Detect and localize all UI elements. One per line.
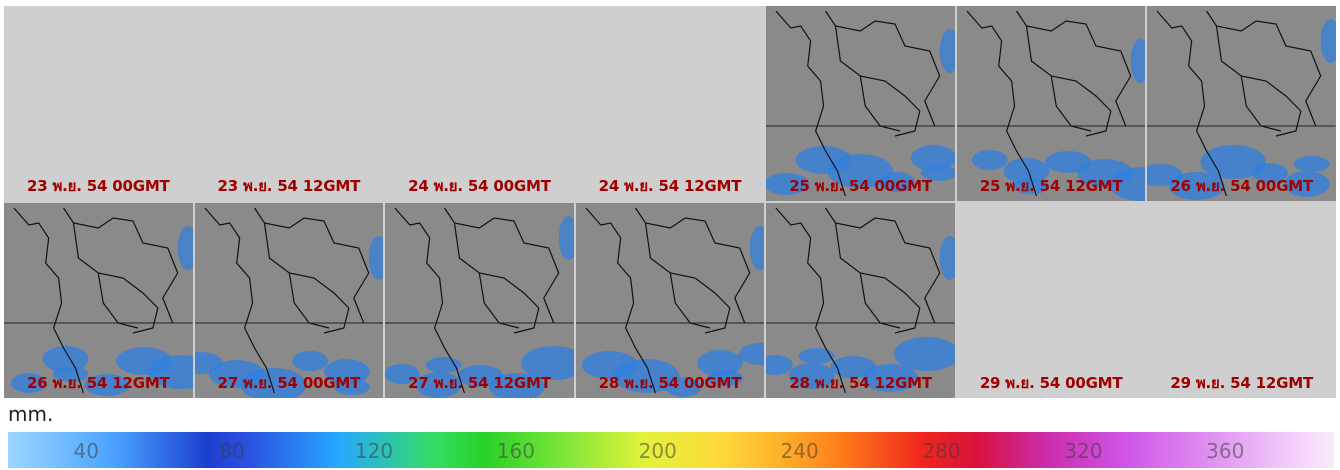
panel-caption: 25 พ.ย. 54 12GMT [979, 177, 1123, 195]
rainfall-map-image [385, 203, 574, 398]
forecast-panel: 29 พ.ย. 54 00GMT [956, 203, 1146, 398]
scale-tick-label: 120 [354, 439, 394, 463]
forecast-panel: 25 พ.ย. 54 12GMT [956, 6, 1146, 201]
forecast-panel: 23 พ.ย. 54 12GMT [194, 6, 384, 201]
forecast-panel: 24 พ.ย. 54 12GMT [575, 6, 765, 201]
scale-tick-label: 80 [219, 439, 245, 463]
panel-caption: 23 พ.ย. 54 12GMT [217, 177, 361, 195]
panel-caption: 23 พ.ย. 54 00GMT [26, 177, 170, 195]
panel-caption: 26 พ.ย. 54 12GMT [26, 374, 170, 392]
legend-unit-label: mm. [8, 402, 54, 426]
rainfall-map-image [766, 203, 955, 398]
scale-tick-label: 40 [73, 439, 99, 463]
rainfall-map-image [956, 6, 1146, 201]
panel-caption: 26 พ.ย. 54 00GMT [1170, 177, 1314, 195]
forecast-panel: 28 พ.ย. 54 00GMT [575, 203, 765, 398]
panel-caption: 27 พ.ย. 54 00GMT [217, 374, 361, 392]
scale-tick-label: 360 [1206, 439, 1245, 463]
rainfall-map-image [1147, 6, 1336, 201]
scale-tick-label: 240 [780, 439, 819, 463]
panel-caption: 24 พ.ย. 54 12GMT [598, 177, 742, 195]
rainfall-map-image [766, 6, 955, 201]
forecast-panel: 25 พ.ย. 54 00GMT [766, 6, 955, 201]
rainfall-color-scale: 40 80 120 160 200 240 280 320 360 [8, 432, 1334, 468]
rainfall-map-image [575, 203, 765, 398]
forecast-panel: 29 พ.ย. 54 12GMT [1147, 203, 1336, 398]
scale-tick-label: 200 [638, 439, 677, 463]
forecast-panel: 23 พ.ย. 54 00GMT [4, 6, 193, 201]
scale-tick-label: 160 [496, 439, 535, 463]
forecast-panel: 28 พ.ย. 54 12GMT [766, 203, 955, 398]
panel-caption: 24 พ.ย. 54 00GMT [408, 177, 551, 195]
forecast-grid: 23 พ.ย. 54 00GMT 23 พ.ย. 54 12GMT 24 พ.ย… [4, 6, 1336, 398]
forecast-panel: 27 พ.ย. 54 00GMT [194, 203, 384, 398]
rainfall-map-image [194, 203, 384, 398]
forecast-panel: 24 พ.ย. 54 00GMT [385, 6, 574, 201]
forecast-panel: 27 พ.ย. 54 12GMT [385, 203, 574, 398]
panel-caption: 28 พ.ย. 54 12GMT [789, 374, 932, 392]
forecast-panel: 26 พ.ย. 54 00GMT [1147, 6, 1336, 201]
scale-tick-label: 320 [1064, 439, 1103, 463]
panel-caption: 28 พ.ย. 54 00GMT [598, 374, 742, 392]
panel-caption: 25 พ.ย. 54 00GMT [789, 177, 932, 195]
panel-caption: 29 พ.ย. 54 00GMT [979, 374, 1123, 392]
panel-caption: 29 พ.ย. 54 12GMT [1170, 374, 1314, 392]
rainfall-map-image [4, 203, 193, 398]
panel-caption: 27 พ.ย. 54 12GMT [408, 374, 551, 392]
forecast-panel: 26 พ.ย. 54 12GMT [4, 203, 193, 398]
scale-tick-label: 280 [922, 439, 961, 463]
